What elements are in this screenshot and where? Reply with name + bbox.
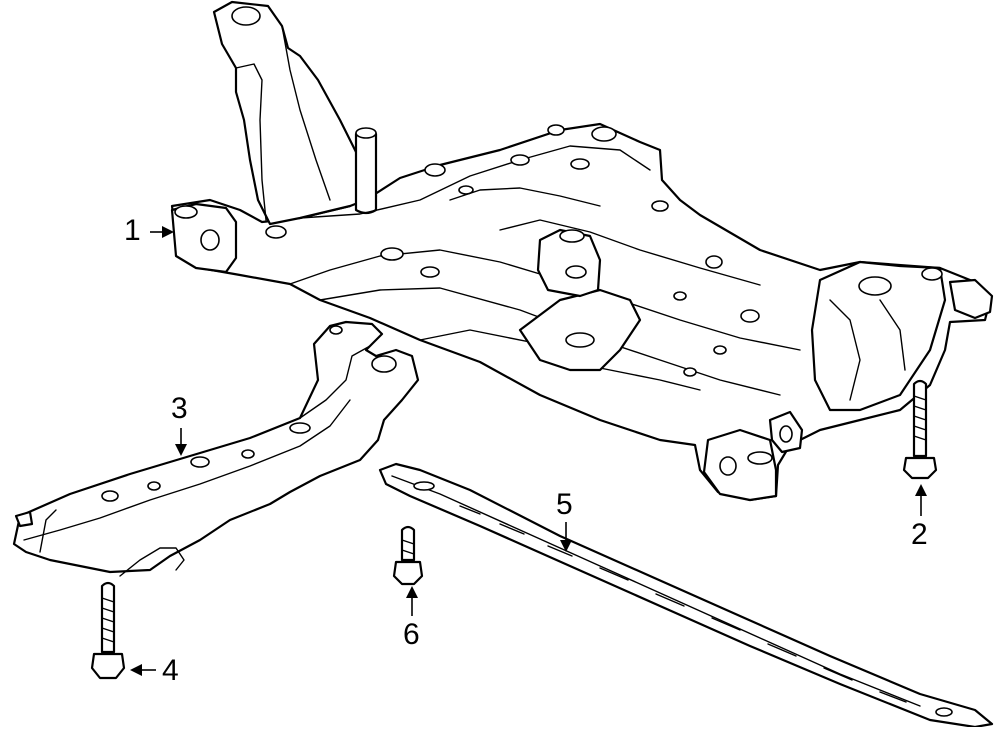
reinforcement-bar-part [378, 462, 994, 729]
bolt-2-part [902, 379, 938, 480]
callout-4: 4 [162, 654, 179, 687]
leader-line-1 [150, 226, 174, 238]
crossmember-part [170, 0, 994, 502]
bolt-4-part [90, 581, 126, 680]
bolt-6-part [392, 525, 424, 586]
callout-5: 5 [556, 488, 573, 521]
leader-line-3 [175, 428, 187, 456]
callout-2: 2 [911, 518, 928, 551]
callout-1: 1 [124, 214, 141, 247]
leader-line-2 [915, 484, 927, 516]
support-arm-part [12, 320, 420, 577]
callout-3: 3 [171, 392, 188, 425]
leader-line-5 [560, 522, 572, 552]
callout-6: 6 [403, 618, 420, 651]
leader-line-4 [130, 664, 156, 676]
leader-line-6 [406, 586, 418, 616]
